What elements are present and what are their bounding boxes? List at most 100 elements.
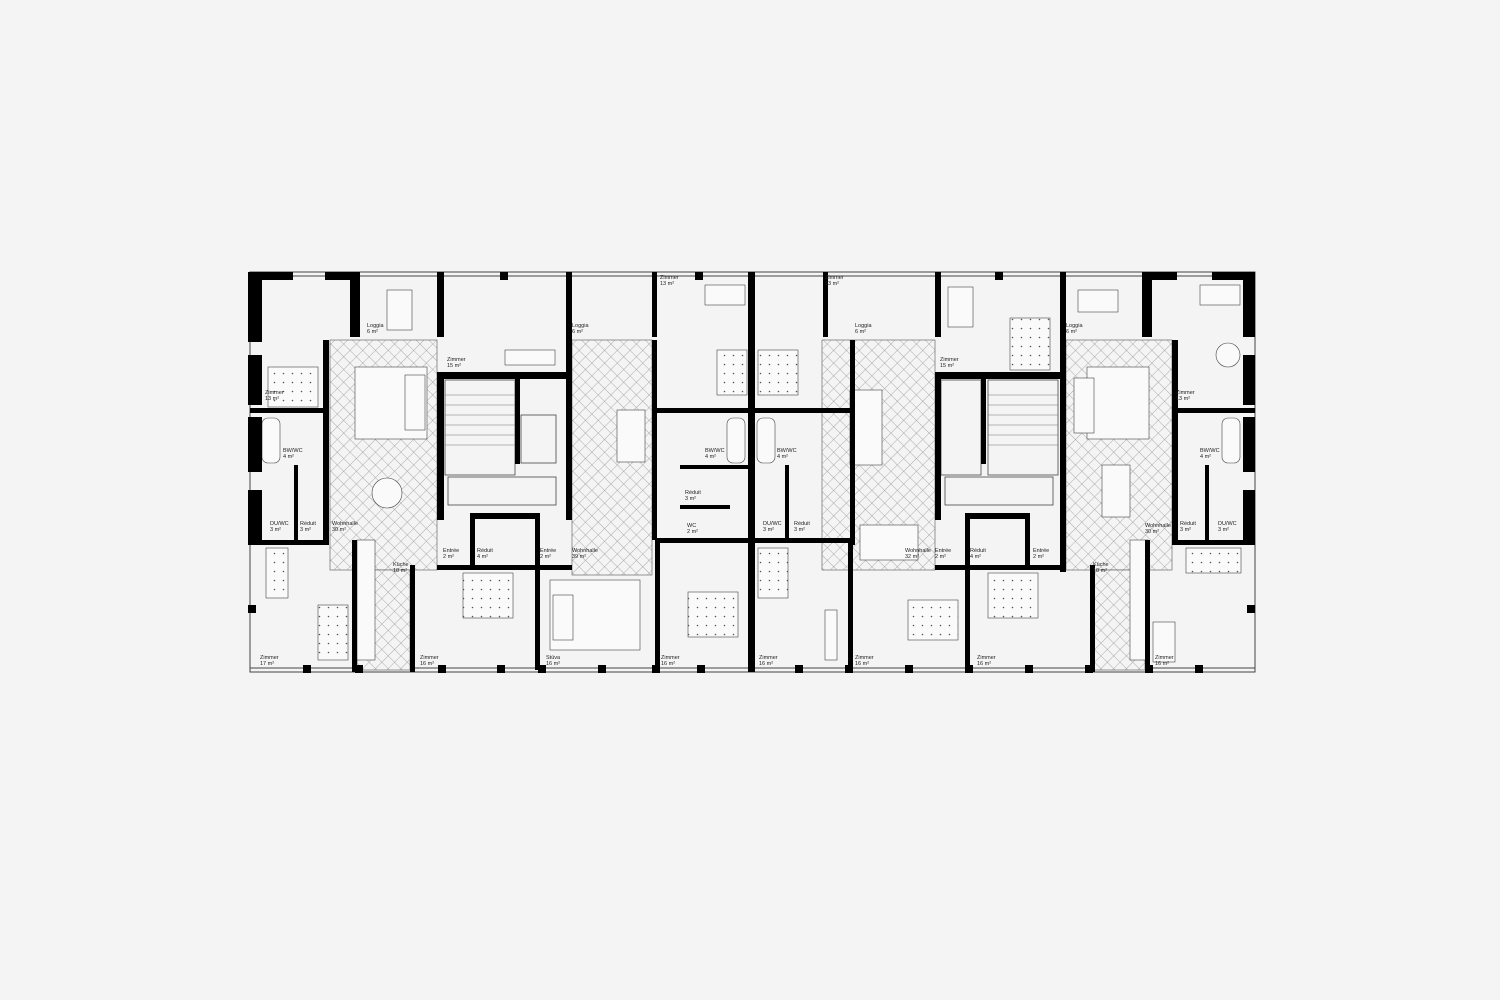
dining-table [371, 477, 403, 509]
room-name: Zimmer [1176, 390, 1195, 396]
room-area: 3 m² [1180, 527, 1191, 533]
room-name: Réduit [970, 548, 986, 554]
sofa [552, 594, 574, 641]
room-name: Entrée [443, 548, 459, 554]
room-name: Zimmer [447, 357, 466, 363]
room-name: Zimmer [265, 390, 284, 396]
room-area: 15 m² [940, 363, 954, 369]
bathtub [261, 417, 281, 464]
sofa [1073, 377, 1095, 434]
room-name: Zimmer [855, 655, 874, 661]
room-name: Loggia [367, 323, 384, 329]
room-area: 15 m² [447, 363, 461, 369]
room-area: 2 m² [935, 554, 946, 560]
room-area: 2 m² [443, 554, 454, 560]
room-name: Loggia [1066, 323, 1083, 329]
room-name: Zimmer [661, 655, 680, 661]
room-name: DU/WC [1218, 521, 1237, 527]
room-area: 16 m² [759, 661, 773, 667]
room-area: 2 m² [540, 554, 551, 560]
walls [248, 272, 1255, 673]
room-name: Loggia [572, 323, 589, 329]
room-name: Zimmer [420, 655, 439, 661]
room-name: Zimmer [660, 275, 679, 281]
room-area: 13 m² [825, 281, 839, 287]
room-area: 4 m² [970, 554, 981, 560]
room-area: 6 m² [367, 329, 378, 335]
room-area: 16 m² [546, 661, 560, 667]
room-area: 16 m² [420, 661, 434, 667]
room-name: Wohnhalle [1145, 523, 1171, 529]
room-area: 3 m² [1218, 527, 1229, 533]
room-area: 2 m² [1033, 554, 1044, 560]
room-area: 4 m² [777, 454, 788, 460]
room-name: Réduit [685, 490, 701, 496]
room-name: Réduit [1180, 521, 1196, 527]
loggia-table [386, 289, 413, 331]
room-name: BW/WC [777, 448, 797, 454]
room-area: 10 m² [1093, 568, 1107, 574]
room-area: 30 m² [1145, 529, 1159, 535]
room-name: Küche [1093, 562, 1109, 568]
loggia-table [1077, 289, 1119, 313]
room-area: 16 m² [661, 661, 675, 667]
room-name: DU/WC [763, 521, 782, 527]
room-name: Zimmer [940, 357, 959, 363]
furniture [261, 284, 1241, 663]
room-name: BW/WC [283, 448, 303, 454]
room-name: Stüva [546, 655, 561, 661]
room-name: Réduit [477, 548, 493, 554]
room-area: 6 m² [1066, 329, 1077, 335]
room-area: 30 m² [332, 527, 346, 533]
room-name: Réduit [300, 521, 316, 527]
room-area: 3 m² [270, 527, 281, 533]
room-area: 16 m² [855, 661, 869, 667]
room-name: BW/WC [705, 448, 725, 454]
beds [265, 317, 1242, 661]
desk [704, 284, 746, 306]
round-table [1215, 342, 1241, 368]
room-area: 4 m² [705, 454, 716, 460]
room-name: Wohnhalle [332, 521, 358, 527]
room-area: 39 m² [572, 554, 586, 560]
room-area: 17 m² [260, 661, 274, 667]
room-name: Loggia [855, 323, 872, 329]
room-area: 4 m² [283, 454, 294, 460]
stair-steps [445, 394, 1058, 446]
room-name: Küche [393, 562, 409, 568]
bathtub [726, 417, 746, 464]
bathtub [756, 417, 776, 464]
room-name: Entrée [540, 548, 556, 554]
room-name: Zimmer [1155, 655, 1174, 661]
desk [1152, 621, 1176, 663]
room-name: BW/WC [1200, 448, 1220, 454]
room-area: 13 m² [265, 396, 279, 402]
